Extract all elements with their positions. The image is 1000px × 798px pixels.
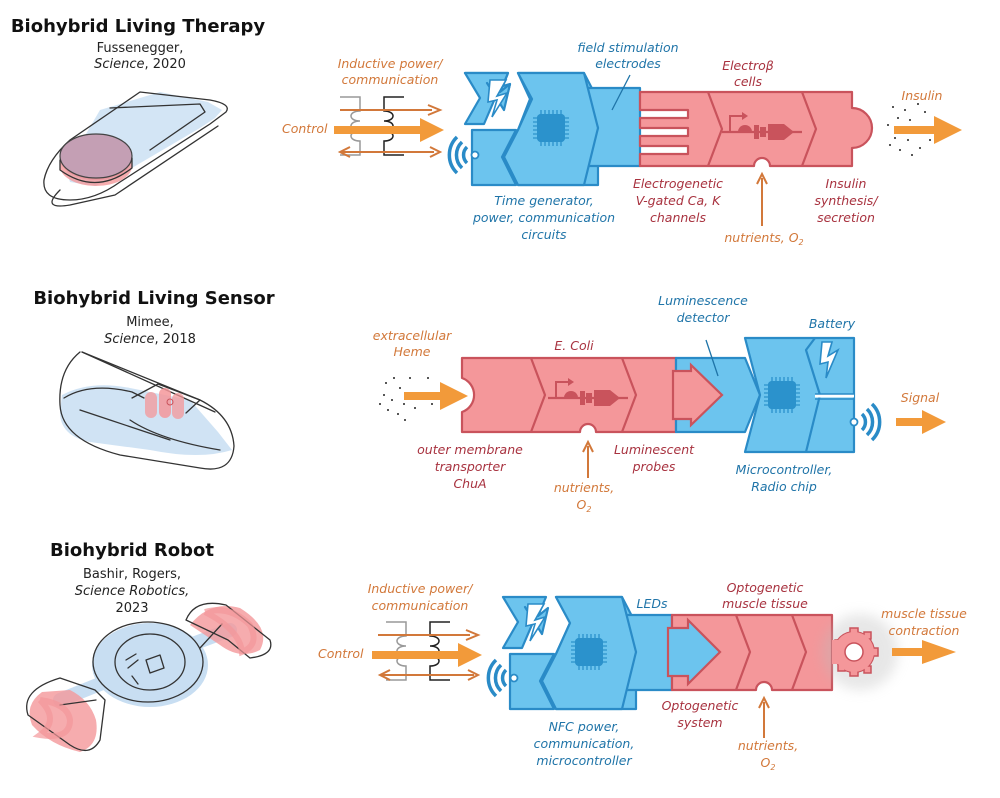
output-arrow-icon	[934, 116, 962, 144]
label-cells: cells	[734, 74, 763, 89]
label-circuits: circuits	[521, 227, 567, 242]
gear-icon	[833, 627, 879, 677]
label-communication: communication	[342, 72, 439, 87]
label-luminescent: Luminescent	[614, 442, 695, 457]
label-outer-membrane: outer membrane	[417, 442, 523, 457]
muscle-module	[666, 613, 898, 738]
label-optogenetic-system: Optogenetic	[662, 698, 739, 713]
label-contraction: contraction	[889, 623, 960, 638]
input-arrow-icon	[440, 382, 468, 410]
citation-journal: Science Robotics,	[75, 584, 189, 599]
robot-sketch-icon	[26, 602, 272, 752]
ecoli-module	[460, 356, 678, 478]
label-nutrients: nutrients,	[738, 738, 798, 753]
cell-module	[638, 90, 874, 226]
label-power-comm: power, communication	[472, 210, 615, 225]
citation-journal: Science, 2020	[94, 57, 186, 72]
label-leds: LEDs	[637, 596, 668, 611]
electronics-module	[447, 71, 642, 187]
label-vgated: V-gated Ca, K	[636, 193, 722, 208]
lightning-icon	[525, 603, 547, 642]
label-transporter: transporter	[435, 459, 506, 474]
label-nutrients: nutrients,	[554, 480, 614, 495]
label-nfc-power: NFC power,	[549, 719, 620, 734]
chip-icon	[570, 633, 608, 671]
detector-module	[671, 336, 882, 454]
nutrient-arrow-icon	[758, 695, 770, 709]
label-detector: detector	[677, 310, 731, 325]
chip-icon	[763, 376, 801, 414]
panel-living-sensor: Biohybrid Living Sensor Mimee, Science, …	[33, 288, 946, 514]
label-muscle-tissue: muscle tissue	[722, 596, 808, 611]
label-communication: communication	[372, 598, 469, 613]
label-system: system	[677, 715, 722, 730]
label-o2: O2	[577, 497, 592, 514]
pill-sensor-sketch-icon	[59, 351, 235, 470]
label-communication-2: communication,	[534, 736, 635, 751]
label-ecoli: E. Coli	[554, 338, 594, 353]
label-synthesis: synthesis/	[814, 193, 879, 208]
implant-sketch-icon	[43, 91, 228, 207]
label-signal: Signal	[901, 390, 940, 405]
label-heme: Heme	[394, 344, 431, 359]
signal-arrow-icon	[922, 410, 946, 434]
label-inductive: Inductive power/	[338, 56, 444, 71]
citation-journal: Science, 2018	[104, 332, 196, 347]
citation-authors: Fussenegger,	[97, 41, 184, 56]
label-luminescence: Luminescence	[658, 293, 748, 308]
label-muscle-contraction: muscle tissue	[881, 606, 967, 621]
label-channels: channels	[650, 210, 706, 225]
nfc-module	[486, 595, 674, 711]
label-field-stimulation: field stimulation	[577, 40, 678, 55]
label-optogenetic: Optogenetic	[727, 580, 804, 595]
label-insulin: Insulin	[902, 88, 943, 103]
label-control: Control	[318, 646, 364, 661]
panel-title: Biohybrid Living Sensor	[33, 288, 274, 309]
label-microcontroller: Microcontroller,	[736, 462, 833, 477]
nutrient-arrow-icon	[756, 171, 768, 185]
label-extracellular: extracellular	[373, 328, 452, 343]
label-time-generator: Time generator,	[494, 193, 594, 208]
control-arrow-icon	[420, 118, 444, 142]
label-chua: ChuA	[453, 476, 486, 491]
label-control: Control	[282, 121, 328, 136]
panel-living-therapy: Biohybrid Living Therapy Fussenegger, Sc…	[11, 16, 962, 247]
light-arrow-icon	[666, 617, 722, 687]
citation-authors: Mimee,	[126, 315, 174, 330]
label-secretion: secretion	[817, 210, 875, 225]
citation-year: 2023	[115, 601, 148, 616]
panel-robot: Biohybrid Robot Bashir, Rogers, Science …	[26, 540, 967, 772]
label-insulin-synth: Insulin	[826, 176, 867, 191]
control-arrow-icon	[458, 643, 482, 667]
nutrient-arrow-icon	[582, 439, 594, 453]
label-o2: O2	[761, 755, 776, 772]
label-microcontroller: microcontroller	[536, 753, 632, 768]
label-probes: probes	[632, 459, 676, 474]
contraction-arrow-icon	[922, 640, 956, 664]
label-electrodes: electrodes	[595, 56, 661, 71]
label-radio-chip: Radio chip	[751, 479, 817, 494]
label-inductive: Inductive power/	[368, 581, 474, 596]
panel-title: Biohybrid Robot	[50, 540, 214, 561]
light-arrow-icon	[671, 362, 724, 428]
panel-title: Biohybrid Living Therapy	[11, 16, 266, 37]
label-electrogenetic: Electrogenetic	[633, 176, 723, 191]
lightning-icon	[487, 79, 509, 118]
label-electrobeta: Electroβ	[722, 58, 774, 73]
label-nutrients: nutrients, O2	[724, 230, 803, 247]
label-battery: Battery	[809, 316, 856, 331]
chip-icon	[532, 109, 570, 147]
citation-authors: Bashir, Rogers,	[83, 567, 181, 582]
battery-lightning-icon	[819, 341, 840, 379]
